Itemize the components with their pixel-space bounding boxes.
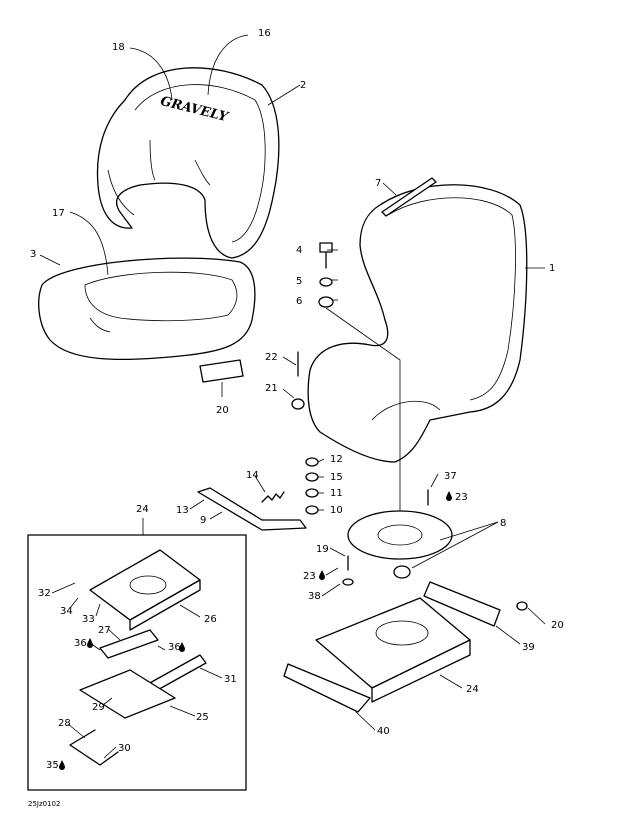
- callout-1: 1: [549, 263, 555, 274]
- washer-15: [305, 472, 319, 482]
- callout-39: 39: [522, 642, 535, 653]
- callout-27: 27: [98, 625, 111, 636]
- assembly-line-6: [325, 307, 401, 545]
- callout-23-top: 23: [455, 492, 468, 503]
- callout-8: 8: [500, 518, 506, 529]
- callout-24-right: 24: [466, 684, 479, 695]
- side-cover-40: [283, 663, 371, 713]
- callout-26: 26: [204, 614, 217, 625]
- callout-23-bottom: 23: [303, 571, 316, 582]
- callout-33: 33: [82, 614, 95, 625]
- drop-icon: [446, 491, 452, 501]
- callout-38: 38: [308, 591, 321, 602]
- callout-11: 11: [330, 488, 343, 499]
- callout-19: 19: [316, 544, 329, 555]
- callout-2: 2: [300, 80, 306, 91]
- inset-rail-27: [99, 629, 159, 659]
- drop-icon: [87, 638, 93, 648]
- callout-25: 25: [196, 712, 209, 723]
- nut-12: [305, 457, 319, 467]
- seat-back-cushion: [96, 67, 280, 259]
- callout-30: 30: [118, 743, 131, 754]
- adjust-lever-9: [197, 487, 307, 531]
- callout-22: 22: [265, 352, 278, 363]
- slide-rail-inset-box: [27, 534, 247, 791]
- callout-5: 5: [296, 276, 302, 287]
- slide-rail-assembly-24: [315, 597, 471, 703]
- callout-37: 37: [444, 471, 457, 482]
- washer-38: [342, 578, 354, 586]
- callout-10: 10: [330, 505, 343, 516]
- drop-icon: [179, 642, 185, 652]
- callout-40: 40: [377, 726, 390, 737]
- drop-icon: [319, 570, 325, 580]
- callout-16: 16: [258, 28, 271, 39]
- leader-lines: [39, 34, 546, 759]
- inset-slide-top-26: [89, 549, 201, 631]
- callout-labels: 18 16 2 7 1 17 3 4 5 6 22 21 20 14 12 15…: [30, 28, 564, 771]
- callout-9: 9: [200, 515, 206, 526]
- nut-21: [291, 398, 305, 410]
- callout-13: 13: [176, 505, 189, 516]
- seat-pan-shell: [307, 184, 528, 463]
- callout-36-right: 36: [168, 642, 181, 653]
- callout-34: 34: [60, 606, 73, 617]
- callout-24-inset: 24: [136, 504, 149, 515]
- callout-14: 14: [246, 470, 259, 481]
- seat-bottom-cushion: [38, 257, 256, 361]
- callout-29: 29: [92, 702, 105, 713]
- nut-6: [318, 296, 334, 308]
- callout-21: 21: [265, 383, 278, 394]
- callout-17: 17: [52, 208, 65, 219]
- knob-20: [516, 601, 528, 611]
- inset-bracket-25: [79, 669, 176, 719]
- callout-12: 12: [330, 454, 343, 465]
- callout-35: 35: [46, 760, 59, 771]
- lubrication-drop-icons: [59, 491, 452, 770]
- callout-31: 31: [224, 674, 237, 685]
- callout-20-knob: 20: [551, 620, 564, 631]
- callout-32: 32: [38, 588, 51, 599]
- callout-36-left: 36: [74, 638, 87, 649]
- drop-icon: [59, 760, 65, 770]
- washer-5: [319, 277, 333, 287]
- spring-14: [261, 491, 285, 503]
- callout-28: 28: [58, 718, 71, 729]
- callout-18: 18: [112, 42, 125, 53]
- callout-20-label: 20: [216, 405, 229, 416]
- bolt-4: [319, 242, 333, 269]
- side-cover-39: [423, 581, 501, 627]
- callout-6: 6: [296, 296, 302, 307]
- suspension-plate-8: [347, 510, 453, 579]
- inset-bar-28: [69, 729, 119, 766]
- callout-3: 3: [30, 249, 36, 260]
- callout-15: 15: [330, 472, 343, 483]
- callout-4: 4: [296, 245, 302, 256]
- warning-label-20: [199, 359, 244, 383]
- figure-code: 25Jz0102: [28, 800, 60, 808]
- callout-7: 7: [375, 178, 381, 189]
- trim-strip: [381, 177, 437, 217]
- washer-10: [305, 505, 319, 515]
- washer-11: [305, 488, 319, 498]
